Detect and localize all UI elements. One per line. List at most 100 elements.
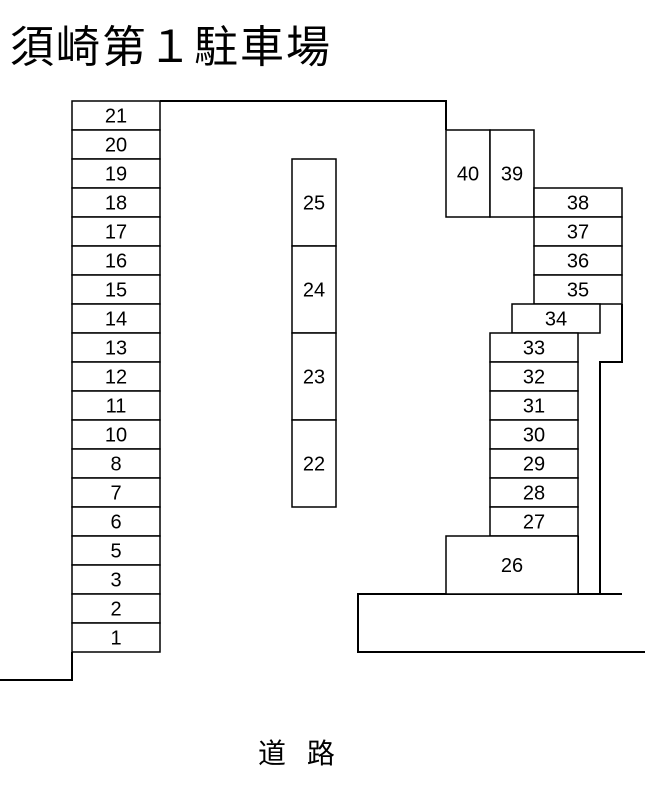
stall-outline: [71, 506, 161, 537]
stall-number: 1: [110, 628, 121, 650]
parking-stall: 27: [489, 506, 579, 537]
stall-number: 13: [105, 338, 127, 360]
stall-outline: [71, 419, 161, 450]
stall-outline: [291, 158, 337, 247]
stall-outline: [489, 129, 535, 218]
stall-number: 6: [110, 512, 121, 534]
parking-stall: 40: [445, 129, 491, 218]
stall-outline: [291, 332, 337, 421]
parking-stall: 12: [71, 361, 161, 392]
stall-number: 17: [105, 222, 127, 244]
parking-stall: 33: [489, 332, 579, 363]
right-lower-stall-column: 33 32 31 30 29 28 27: [489, 332, 579, 537]
parking-stall: 1: [71, 622, 161, 653]
stall-number: 32: [523, 367, 545, 389]
parking-stall: 16: [71, 245, 161, 276]
stall-number: 34: [545, 309, 567, 331]
road-label: 道 路: [258, 737, 341, 770]
parking-stall: 24: [291, 245, 337, 334]
stall-number: 38: [567, 193, 589, 215]
parking-stall: 8: [71, 448, 161, 479]
stall-number: 15: [105, 280, 127, 302]
stall-number: 30: [523, 425, 545, 447]
parking-stall: 25: [291, 158, 337, 247]
stall-outline: [445, 129, 491, 218]
stall-outline: [489, 448, 579, 479]
stall-outline: [533, 187, 623, 218]
stall-outline: [489, 332, 579, 363]
stall-number: 35: [567, 280, 589, 302]
parking-stall: 5: [71, 535, 161, 566]
parking-stall: 37: [533, 216, 623, 247]
stall-number: 29: [523, 454, 545, 476]
stall-number: 28: [523, 483, 545, 505]
lot-boundary-top: [160, 100, 447, 130]
parking-stall: 38: [533, 187, 623, 218]
stall-outline: [291, 419, 337, 508]
stall-outline: [71, 390, 161, 421]
parking-stall: 35: [533, 274, 623, 305]
parking-stall: 20: [71, 129, 161, 160]
stall-number: 5: [110, 541, 121, 563]
stall-number: 39: [501, 164, 523, 186]
stall-number: 40: [457, 164, 479, 186]
parking-stall: 29: [489, 448, 579, 479]
stall-number: 21: [105, 106, 127, 128]
parking-stall: 11: [71, 390, 161, 421]
stall-number: 31: [523, 396, 545, 418]
stall-number: 27: [523, 512, 545, 534]
stall-number: 8: [110, 454, 121, 476]
parking-stall: 22: [291, 419, 337, 508]
parking-stall: 15: [71, 274, 161, 305]
stall-number: 36: [567, 251, 589, 273]
parking-stall: 13: [71, 332, 161, 363]
stall-number: 14: [105, 309, 127, 331]
parking-stall: 18: [71, 187, 161, 218]
stall-outline: [71, 593, 161, 624]
stall-number: 12: [105, 367, 127, 389]
stall-outline: [71, 158, 161, 189]
stall-number: 24: [303, 280, 325, 302]
stall-outline: [489, 390, 579, 421]
stall-outline: [489, 506, 579, 537]
stall-number: 16: [105, 251, 127, 273]
stall-number: 23: [303, 367, 325, 389]
parking-stall: 39: [489, 129, 535, 218]
stall-number: 2: [110, 599, 121, 621]
parking-stall: 23: [291, 332, 337, 421]
stall-number: 10: [105, 425, 127, 447]
stall-outline: [71, 564, 161, 595]
parking-stall: 31: [489, 390, 579, 421]
stall-number: 22: [303, 454, 325, 476]
stall-outline: [445, 535, 579, 595]
stall-number: 20: [105, 135, 127, 157]
parking-stall: 32: [489, 361, 579, 392]
parking-stall: 6: [71, 506, 161, 537]
page-title: 須崎第１駐車場: [10, 22, 332, 73]
parking-stall: 36: [533, 245, 623, 276]
top-right-stall-pair: 40 39: [445, 129, 535, 218]
stall-number: 25: [303, 193, 325, 215]
stall-outline: [71, 622, 161, 653]
stall-outline: [71, 332, 161, 363]
lot-boundary-left: [0, 652, 73, 681]
stall-number: 11: [106, 396, 127, 418]
stall-outline: [71, 274, 161, 305]
stall-outline: [71, 100, 161, 131]
middle-stall: 34: [511, 303, 601, 334]
stall-outline: [489, 419, 579, 450]
parking-stall: 19: [71, 158, 161, 189]
lot-boundary-right: [599, 304, 623, 594]
stall-outline: [533, 245, 623, 276]
parking-stall: 7: [71, 477, 161, 508]
stall-outline: [71, 361, 161, 392]
stall-number: 19: [105, 164, 127, 186]
stall-number: 3: [110, 570, 121, 592]
stall-outline: [71, 535, 161, 566]
stall-number: 7: [110, 483, 121, 505]
parking-stall: 26: [445, 535, 579, 595]
parking-stall: 28: [489, 477, 579, 508]
lot-boundary-bottom: [357, 593, 645, 653]
